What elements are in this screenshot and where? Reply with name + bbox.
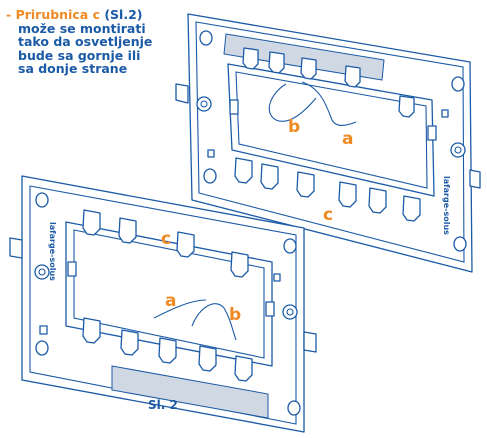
top-frame-screw-slot bbox=[453, 236, 467, 252]
caption-line-3: bude sa gornje ili bbox=[18, 47, 141, 63]
bottom-frame-screw-slot bbox=[35, 340, 49, 356]
bottom-frame-label-c: c bbox=[161, 229, 171, 249]
bottom-frame-upper-clips bbox=[82, 209, 249, 278]
top-frame-upper-clips bbox=[242, 47, 415, 118]
bottom-frame-wire-a bbox=[153, 299, 207, 319]
top-frame-wire-a bbox=[301, 81, 357, 127]
bottom-frame-lower-clips bbox=[82, 317, 253, 382]
bottom-frame-screw-slot bbox=[283, 238, 297, 254]
bottom-frame-label-b: b bbox=[229, 305, 241, 325]
caption-figure-ref: (Sl.2) bbox=[104, 7, 143, 22]
top-frame-screw-slot bbox=[199, 30, 213, 46]
caption-dash: - bbox=[6, 7, 12, 22]
figure-label: Sl. 2 bbox=[148, 398, 178, 412]
top-frame: lafarge-solus b a c bbox=[175, 13, 481, 273]
caption-line-2: tako da osvetljenje bbox=[18, 34, 153, 49]
bottom-frame: lafarge-solus c a b bbox=[9, 175, 317, 433]
top-frame-tab-c bbox=[223, 33, 385, 81]
top-frame-screw-slot bbox=[203, 168, 217, 184]
bottom-frame-screw-slot bbox=[35, 192, 49, 208]
caption-line-1: može se montirati bbox=[18, 20, 146, 36]
bottom-frame-screw-slot bbox=[287, 400, 301, 416]
top-frame-lower-clips bbox=[234, 157, 421, 222]
bottom-frame-window bbox=[65, 221, 273, 367]
caption-line-4: sa donje strane bbox=[18, 61, 128, 76]
top-frame-screw-slot bbox=[451, 76, 465, 92]
top-frame-label-a: a bbox=[342, 129, 353, 149]
caption-first-line: - Prirubnica c (Sl.2) bbox=[6, 8, 181, 22]
top-frame-wire-b bbox=[268, 83, 317, 122]
bottom-frame-tab bbox=[111, 365, 269, 419]
top-frame-window bbox=[227, 63, 435, 197]
bottom-frame-label-a: a bbox=[165, 291, 176, 311]
bottom-frame-wire-b bbox=[191, 303, 237, 341]
top-frame-label-b: b bbox=[288, 117, 300, 137]
caption-part-name: Prirubnica c bbox=[15, 7, 100, 22]
caption: - Prirubnica c (Sl.2) može se montirati … bbox=[6, 8, 181, 76]
top-frame-label-c: c bbox=[323, 205, 333, 225]
bottom-frame-brand: lafarge-solus bbox=[48, 222, 57, 281]
top-frame-brand: lafarge-solus bbox=[442, 176, 451, 235]
